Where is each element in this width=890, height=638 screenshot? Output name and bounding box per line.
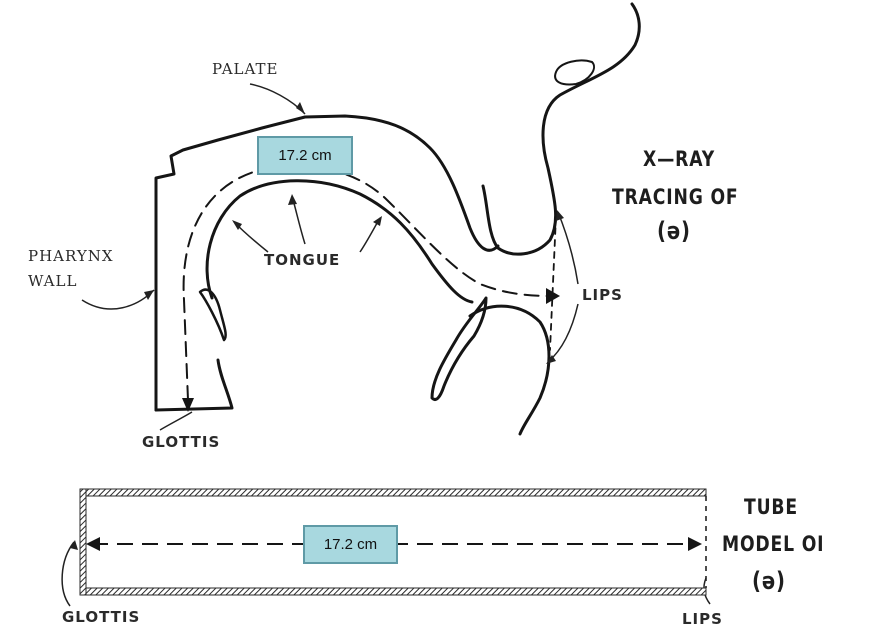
nostril-outline [554,59,595,86]
upper-lip-outline [481,2,641,256]
pharynx-wall-outline [154,114,500,412]
tube-arrowhead-left [86,537,100,551]
tube-closed-end [79,488,87,596]
tube-glottis-leader [61,541,75,607]
lower-lip-outline [430,296,488,401]
tongue-label: TONGUE [264,251,341,269]
pharynx-label: PHARYNX [28,247,114,265]
chin-outline [468,304,551,436]
tube-top-wall [79,488,707,497]
palate-leader [249,83,306,115]
tube-lips-label: LIPS [682,610,723,628]
midline-arrowhead-lips [546,288,560,304]
pharynx-leader [81,289,155,310]
lips-label: LIPS [582,286,623,304]
midline-arrowhead-glottis [182,398,194,412]
tube-glottis-leader-arrowhead [70,540,78,550]
glottis-leader-top [159,411,193,431]
tube-arrowhead-right [688,537,702,551]
tract-length-box: 17.2 cm [257,136,353,175]
palate-leader-arrowhead [296,102,305,114]
tongue-leader-left-arrowhead [232,220,242,230]
glottis-label: GLOTTIS [142,433,221,451]
glottis-floor [154,358,234,412]
epiglottis-outline [198,288,227,342]
palate-label: PALATE [212,60,279,78]
xray-title-line2: TRACING OF [612,185,739,209]
tongue-leader-mid-arrowhead [288,194,297,205]
xray-title-line1: X—RAY [643,147,716,171]
lips-opening-line [549,215,557,351]
tube-length-box: 17.2 cm [303,525,398,564]
lips-leader-top-arrowhead [556,210,564,221]
tube-title-line2: MODEL OI [722,532,825,556]
pharynx-leader-arrowhead [144,290,154,300]
lips-leader-top [557,211,579,285]
tube-title-line1: TUBE [744,495,798,519]
tube-title-line3: (ə) [752,567,786,595]
tube-glottis-label: GLOTTIS [62,608,141,626]
tract-midline [182,165,551,401]
xray-title-line3: (ə) [657,217,691,245]
wall-label: WALL [28,272,78,290]
tongue-outline [205,179,474,304]
tube-bottom-wall [79,587,707,596]
lips-leader-bottom-arrowhead [546,355,556,364]
tongue-leader-right-arrowhead [373,216,382,226]
